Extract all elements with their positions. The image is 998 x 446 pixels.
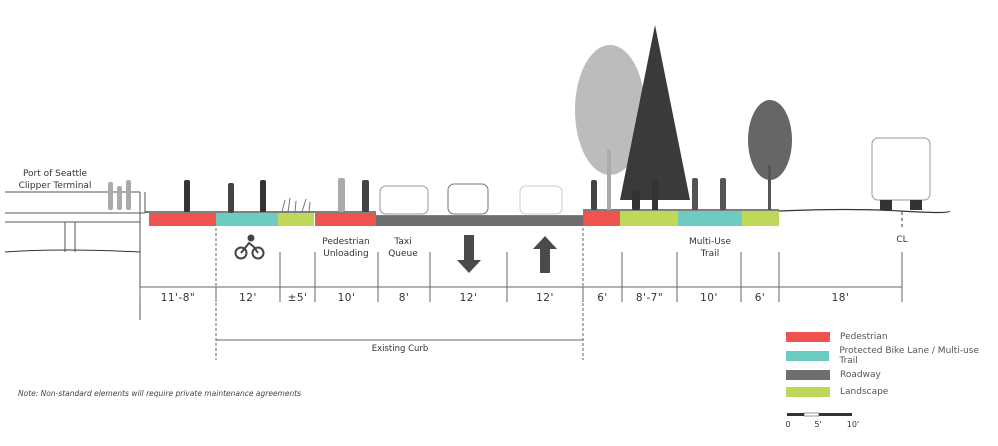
- bar-multi-use-trail: [678, 211, 742, 226]
- dimension-label: ±5': [287, 292, 308, 304]
- centerline-label: CL: [896, 235, 908, 245]
- terminal-label-line: Port of Seattle: [22, 169, 88, 179]
- bar-landscape: [278, 213, 314, 226]
- legend-swatch: [786, 332, 830, 342]
- legend-item-bike-lane: Protected Bike Lane / Multi-use Trail: [786, 346, 998, 366]
- dimension-lines: [139, 228, 903, 360]
- person-icon: [108, 178, 726, 213]
- legend-label: Protected Bike Lane / Multi-use Trail: [839, 346, 979, 366]
- dimension-label: 18': [831, 292, 850, 304]
- dimension-label: 6': [754, 292, 766, 304]
- bar-pedestrian: [149, 213, 216, 226]
- legend-item-landscape: Landscape: [786, 386, 888, 398]
- terminal-building: [4, 191, 146, 320]
- bar-landscape: [620, 211, 678, 226]
- legend-swatch: [786, 370, 830, 380]
- label-line: Trail: [700, 249, 720, 259]
- car-icon: [379, 137, 931, 215]
- label-line: Unloading: [323, 249, 369, 259]
- dimension-label: 12': [239, 292, 257, 304]
- existing-curb-label: Existing Curb: [371, 344, 429, 354]
- bar-pedestrian: [315, 213, 376, 226]
- terminal-label: Port of Seattle Clipper Terminal: [15, 168, 95, 192]
- label-line: Queue: [388, 249, 418, 259]
- dimension-label: 6': [597, 292, 608, 304]
- dimension-label: 10': [337, 292, 356, 304]
- bar-pedestrian: [583, 211, 620, 226]
- legend-label: Pedestrian: [840, 332, 888, 342]
- bicycle-icon: [234, 234, 265, 260]
- legend-label: Landscape: [840, 387, 889, 397]
- scale-label: 5': [814, 420, 822, 429]
- dimension-label: 10': [700, 292, 718, 304]
- terminal-label-line: Clipper Terminal: [18, 181, 92, 191]
- multi-use-trail-label: Multi-Use Trail: [680, 236, 740, 260]
- ped-unloading-label: Pedestrian Unloading: [312, 236, 380, 260]
- dimension-label: 12': [459, 292, 478, 304]
- legend-swatch: [786, 387, 830, 397]
- taxi-queue-label: Taxi Queue: [376, 236, 430, 260]
- scale-bar: [787, 412, 852, 417]
- label-line: Pedestrian: [322, 237, 370, 247]
- bar-bike-lane: [216, 213, 278, 226]
- legend-swatch: [786, 351, 830, 361]
- label-line: Multi-Use: [688, 237, 732, 247]
- legend-item-pedestrian: Pedestrian: [786, 331, 888, 343]
- dimension-label: 11'-8": [160, 292, 196, 304]
- dimension-label: 8': [398, 292, 410, 304]
- tree-icon: [575, 25, 792, 210]
- zone-bars: [149, 211, 779, 226]
- legend-label: Roadway: [840, 370, 881, 380]
- legend-item-roadway: Roadway: [786, 369, 881, 381]
- label-line: Taxi: [394, 237, 412, 247]
- scale-label: 10': [846, 420, 860, 429]
- note-text: Note: Non-standard elements will require…: [18, 389, 302, 398]
- bar-roadway: [376, 216, 583, 226]
- dimension-label: 8'-7": [635, 292, 664, 304]
- arrow-up-icon: [533, 236, 557, 273]
- scale-label: 0: [785, 420, 791, 429]
- dimension-label: 12': [536, 292, 554, 304]
- arrow-down-icon: [457, 235, 481, 273]
- bar-landscape: [742, 211, 779, 226]
- landscape-grass: [281, 197, 311, 213]
